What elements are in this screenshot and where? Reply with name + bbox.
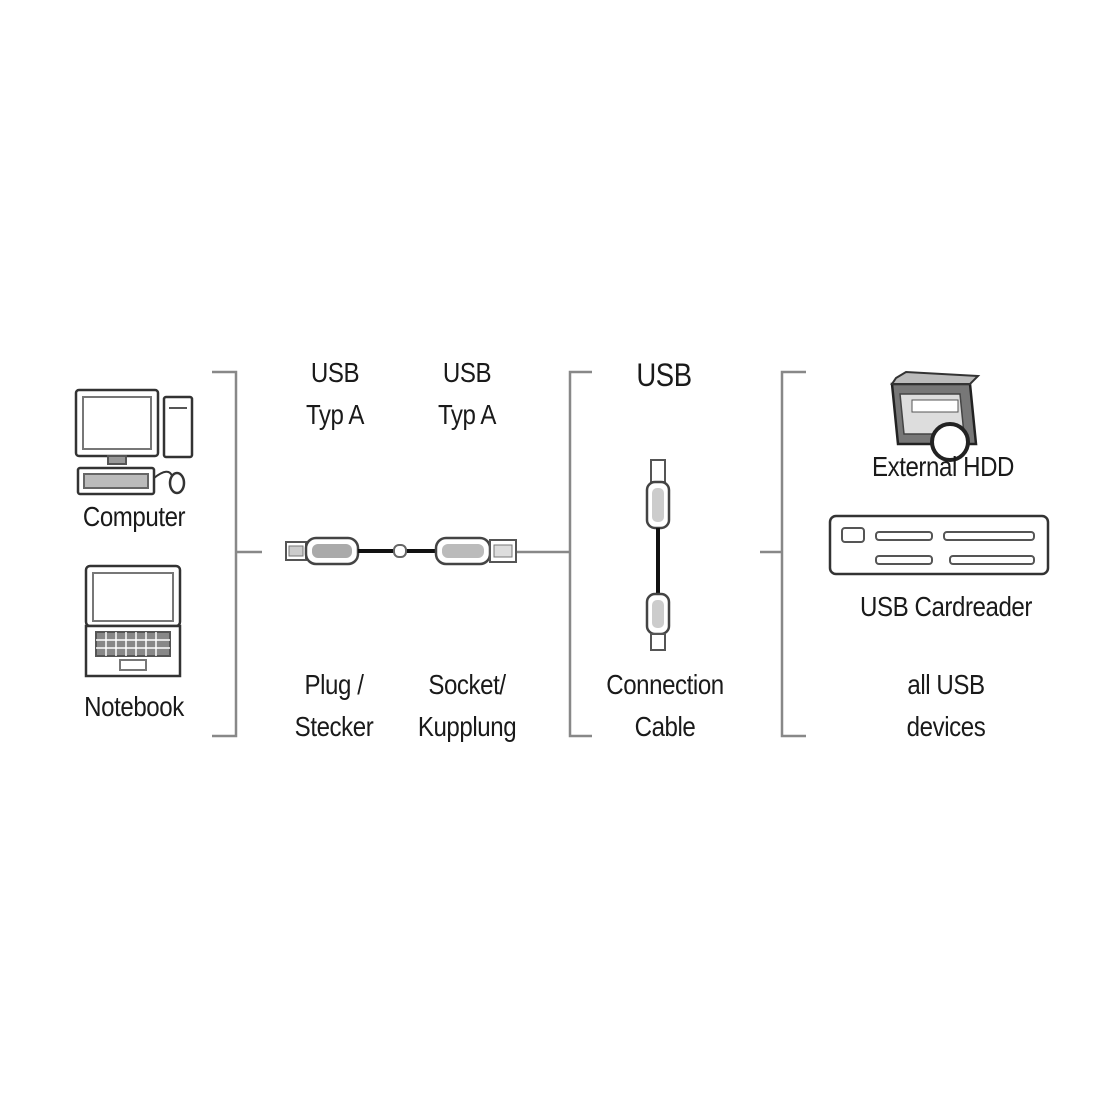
right-end-type-line2: Typ A bbox=[437, 399, 497, 430]
notebook-icon bbox=[84, 564, 182, 678]
connection-label-line2: Cable bbox=[634, 711, 696, 742]
notebook-label: Notebook bbox=[84, 691, 184, 722]
left-end-type-line1: USB bbox=[310, 357, 360, 388]
left-end-kind-line2: Stecker bbox=[294, 711, 374, 742]
card-reader-label: USB Cardreader bbox=[860, 591, 1032, 622]
bracket-devices bbox=[760, 370, 806, 738]
right-end-kind-line2: Kupplung bbox=[417, 711, 517, 742]
external-hdd-label: External HDD bbox=[871, 451, 1015, 482]
usb-connection-cable-icon bbox=[645, 459, 671, 651]
right-end-type-line1: USB bbox=[442, 357, 492, 388]
left-end-kind-line1: Plug / bbox=[304, 669, 364, 700]
left-end-type-line2: Typ A bbox=[305, 399, 365, 430]
external-hdd-icon bbox=[890, 370, 981, 462]
bracket-connection bbox=[516, 370, 592, 738]
usb-extension-cable-icon bbox=[285, 536, 517, 566]
all-devices-label-line2: devices bbox=[906, 711, 986, 742]
connection-label-line1: Connection bbox=[606, 669, 724, 700]
connection-type-label: USB bbox=[636, 357, 692, 393]
right-end-kind-line1: Socket/ bbox=[428, 669, 506, 700]
card-reader-icon bbox=[828, 514, 1050, 576]
bracket-hosts bbox=[212, 370, 262, 738]
all-devices-label-line1: all USB bbox=[907, 669, 985, 700]
computer-label: Computer bbox=[82, 501, 186, 532]
desktop-computer-icon bbox=[74, 388, 194, 496]
